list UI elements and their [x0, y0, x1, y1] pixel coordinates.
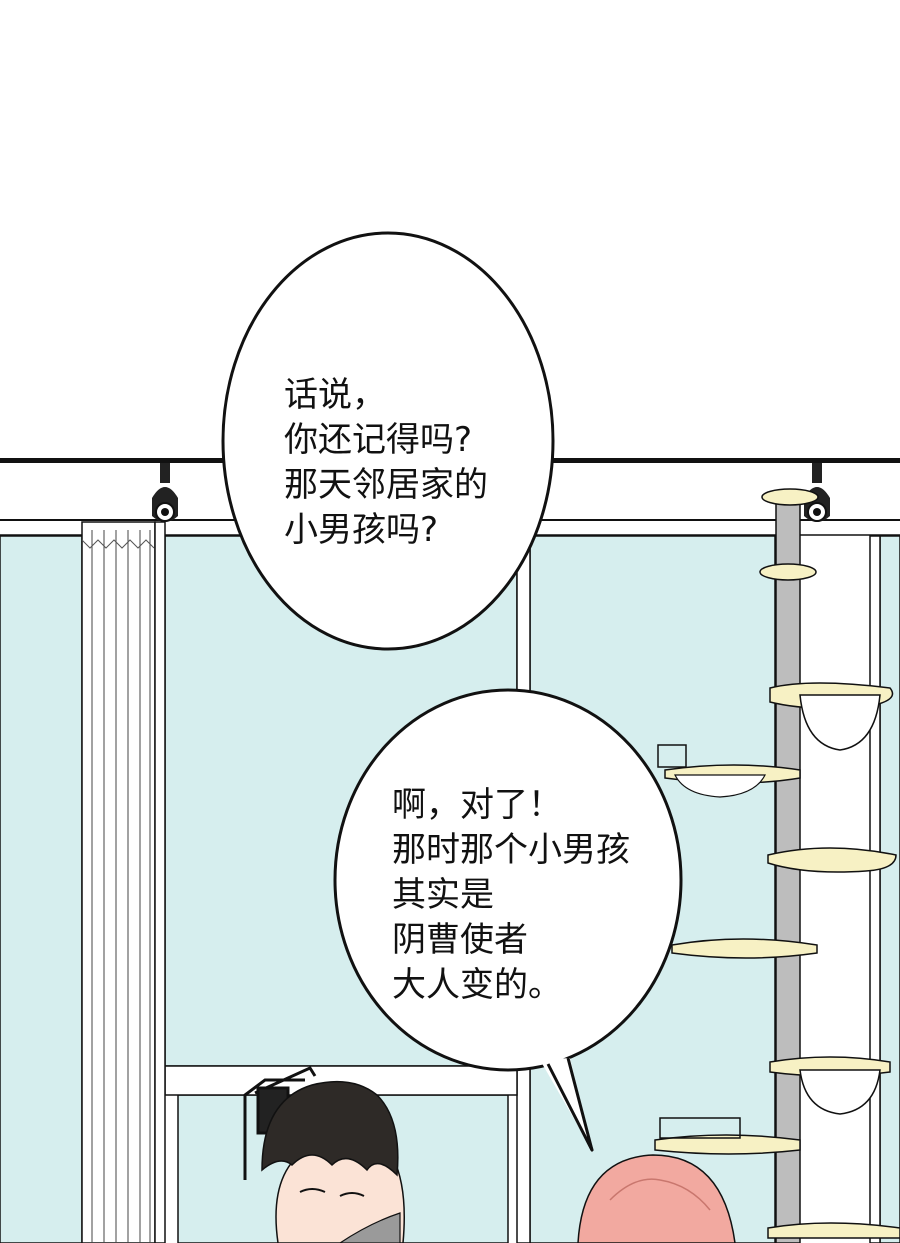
dialogue-line: 那时那个小男孩: [392, 830, 630, 870]
dialogue-line: 话说，: [284, 375, 386, 415]
dialogue-line: 啊，对了！: [392, 785, 562, 825]
dialogue-line: 你还记得吗?: [284, 420, 473, 460]
speech-bubble-1: [221, 231, 555, 651]
speech-bubble-1-text: 话说， 你还记得吗? 那天邻居家的 小男孩吗?: [284, 373, 534, 553]
spotlight-icon: [152, 463, 178, 522]
speech-bubble-2: [333, 688, 683, 1152]
dialogue-line: 其实是: [392, 875, 494, 915]
cat-tree-icon: [654, 488, 900, 1243]
dialogue-line: 大人变的。: [392, 965, 562, 1005]
dark-haired-boy: [261, 1080, 405, 1243]
dialogue-line: 小男孩吗?: [284, 510, 439, 550]
speech-bubble-2-text: 啊，对了！ 那时那个小男孩 其实是 阴曹使者 大人变的。: [392, 783, 692, 1008]
dialogue-line: 那天邻居家的: [284, 465, 488, 505]
dialogue-line: 阴曹使者: [392, 920, 528, 960]
pink-haired-person: [577, 1154, 736, 1243]
curtain: [81, 521, 166, 1243]
